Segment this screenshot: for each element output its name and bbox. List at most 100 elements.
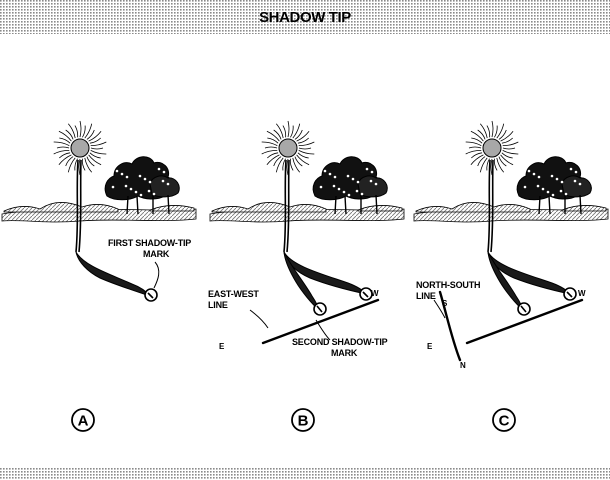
sun-ray xyxy=(493,158,498,171)
sun-ray xyxy=(86,129,95,140)
leaf-highlight xyxy=(560,180,564,184)
tree-foliage-small xyxy=(357,175,388,198)
hills xyxy=(211,202,327,213)
leaf-highlight xyxy=(578,182,582,186)
sun-ray xyxy=(298,141,315,147)
sun-ray xyxy=(502,150,519,155)
sun-ray xyxy=(273,129,282,140)
tree-trunks xyxy=(334,194,378,215)
sun-ray xyxy=(502,141,519,147)
leaf-highlight xyxy=(332,184,336,188)
sun-ray xyxy=(496,123,505,139)
leaf-highlight xyxy=(337,187,341,191)
east-west-line xyxy=(465,298,584,345)
sun-ray xyxy=(84,157,93,173)
north-south-line xyxy=(438,290,462,362)
sun-ray xyxy=(465,141,482,146)
leaf-highlight xyxy=(355,189,359,193)
leader-line xyxy=(315,319,331,341)
leaf-highlight xyxy=(124,184,128,188)
panel-letter-a: A xyxy=(78,413,89,430)
leaf-highlight xyxy=(120,172,124,176)
leaf-highlight xyxy=(365,167,369,171)
sun-ray xyxy=(88,154,102,166)
sun-ray xyxy=(90,147,104,150)
sun-ray xyxy=(82,125,86,138)
leaf-highlight xyxy=(129,187,133,191)
sun-ray xyxy=(67,123,76,139)
leaf-highlight xyxy=(537,175,541,179)
sun-ray xyxy=(297,137,309,144)
sun-ray xyxy=(501,152,513,159)
mark-detail xyxy=(362,291,369,298)
sun-ray xyxy=(58,130,72,142)
leaf-highlight xyxy=(356,180,360,184)
sun-ray xyxy=(468,146,482,149)
sun-disc xyxy=(278,138,298,158)
sun-ray xyxy=(65,156,74,167)
first-shadow-tip-label: FIRST SHADOW-TIP xyxy=(108,238,191,248)
mark-detail xyxy=(520,305,527,313)
leader-line xyxy=(153,261,160,289)
sun-ray xyxy=(465,149,482,155)
leaf-highlight xyxy=(111,185,115,189)
sun-ray xyxy=(90,141,107,147)
leaf-highlight xyxy=(346,174,350,178)
sun-ray xyxy=(74,125,79,138)
leaf-highlight xyxy=(162,170,166,174)
leaf-highlight xyxy=(148,180,152,184)
sun-ray xyxy=(282,158,286,171)
leaf-highlight xyxy=(551,193,555,197)
leaf-highlight xyxy=(318,166,322,170)
sun-disc xyxy=(482,138,502,158)
stick xyxy=(75,159,82,253)
hills xyxy=(357,205,403,212)
leaf-highlight xyxy=(541,187,545,191)
leaf-highlight xyxy=(138,174,142,178)
leaf-highlight xyxy=(323,169,327,173)
leaf-highlight xyxy=(143,177,147,181)
sun-ray xyxy=(501,137,513,144)
sun-ray xyxy=(290,125,294,138)
leaf-highlight xyxy=(550,174,554,178)
north-label-c: N xyxy=(460,361,466,370)
sun-ray xyxy=(477,156,486,167)
leaf-highlight xyxy=(115,169,119,173)
second-shadow-tip-label: SECOND SHADOW-TIP xyxy=(292,337,388,347)
stick xyxy=(487,159,494,253)
sun-ray xyxy=(298,147,312,150)
sun xyxy=(465,120,519,176)
sun-ray xyxy=(266,130,280,142)
sun-ray xyxy=(59,137,71,144)
panel-label-c: C xyxy=(492,408,516,432)
north-south-line-label-2: LINE xyxy=(416,291,436,301)
sun-ray xyxy=(74,158,78,171)
sun-ray xyxy=(65,129,74,140)
sun-ray xyxy=(88,130,102,142)
sun-ray xyxy=(275,123,284,139)
leader-line xyxy=(249,309,269,329)
leaf-highlight xyxy=(532,172,536,176)
sun-ray xyxy=(275,157,284,173)
sun-ray xyxy=(79,120,82,138)
sun-ray xyxy=(479,123,488,139)
second-shadow xyxy=(283,251,320,312)
sun-ray xyxy=(471,137,483,144)
stick xyxy=(283,159,290,253)
sun-ray xyxy=(292,157,301,173)
leaf-highlight xyxy=(555,177,559,181)
leaf-highlight xyxy=(125,175,129,179)
mark-detail xyxy=(147,292,154,299)
leaf-highlight xyxy=(573,179,577,183)
sun-ray xyxy=(81,158,86,171)
sun xyxy=(261,120,315,176)
sun-ray xyxy=(58,154,72,166)
sun-ray xyxy=(84,123,93,139)
leaf-highlight xyxy=(347,193,351,197)
sun-ray xyxy=(470,154,484,166)
west-label-b: W xyxy=(371,289,379,298)
leaf-highlight xyxy=(110,166,114,170)
north-south-line-label: NORTH-SOUTH xyxy=(416,280,480,290)
mark-detail xyxy=(316,305,323,313)
